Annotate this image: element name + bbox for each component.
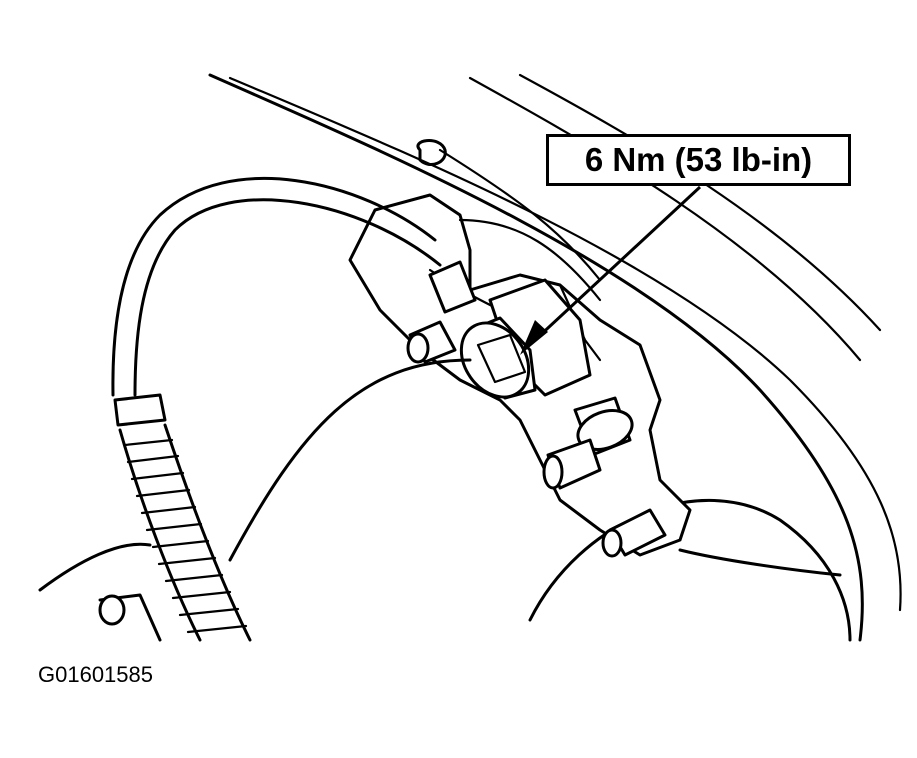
left-stud: [406, 260, 477, 364]
bleeder-bolt: [542, 396, 634, 490]
brake-hose: [111, 177, 442, 642]
lower-bolt: [601, 508, 667, 558]
torque-callout-label: 6 Nm (53 lb-in): [546, 134, 851, 186]
figure-id: G01601585: [38, 662, 153, 687]
backing-plate: [208, 73, 902, 642]
lower-left-component: [38, 358, 472, 642]
torque-callout-arrow: [520, 185, 702, 355]
